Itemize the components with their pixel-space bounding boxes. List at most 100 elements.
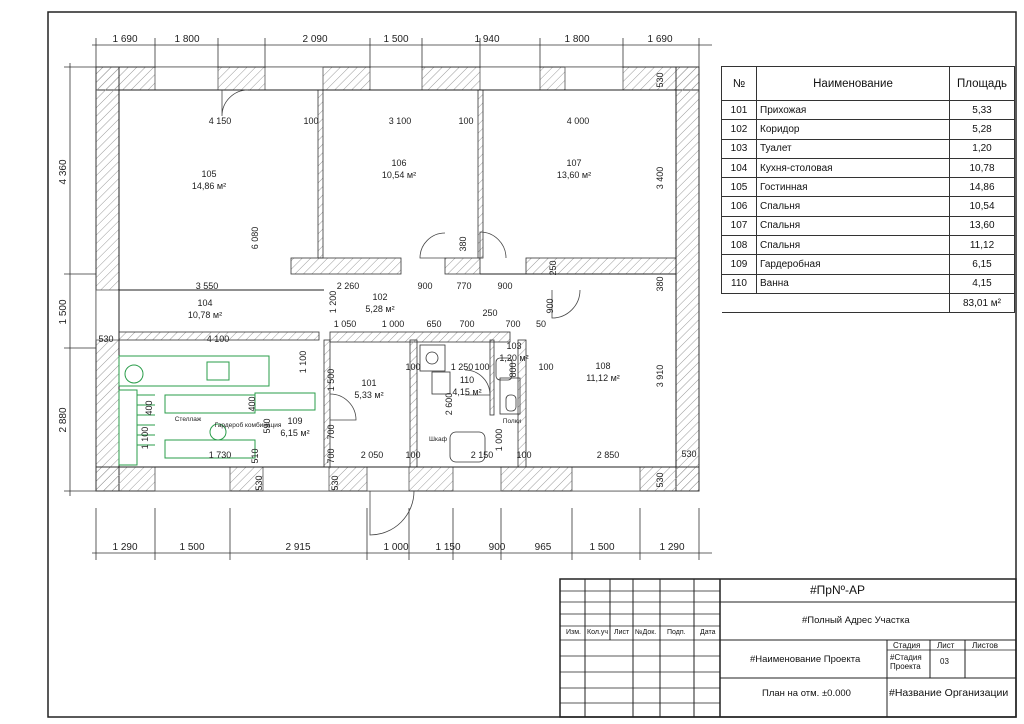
col-data: Дата [700, 629, 716, 636]
exterior-walls [95, 66, 700, 492]
dim-inner: 2 150 [471, 450, 494, 460]
dim-bottom-1: 1 290 [112, 542, 137, 553]
dim-bottom-7: 965 [535, 542, 552, 553]
row-num: 110 [721, 273, 757, 294]
room-number: 107 [566, 158, 581, 168]
col-ndok: №Док. [635, 629, 657, 636]
room-lines [118, 89, 677, 468]
dim-bottom-5: 1 150 [435, 542, 460, 553]
dim-inner: 3 550 [196, 281, 219, 291]
dim-inner: 900 [417, 281, 432, 291]
project-code: #ПрNº-АР [810, 583, 866, 597]
room-number: 103 [506, 341, 521, 351]
stage-header: Стадия [893, 641, 921, 650]
dim-top-4: 1 500 [383, 34, 408, 45]
dim-inner: 530 [330, 475, 340, 490]
row-num: 105 [721, 177, 757, 198]
shelf-label: Стеллаж [175, 416, 202, 423]
room-number: 101 [361, 378, 376, 388]
row-area: 11,12 [949, 235, 1015, 256]
dim-inner: 3 100 [389, 116, 412, 126]
dim-inner: 6 080 [250, 227, 260, 250]
room-area: 6,15 м² [280, 428, 309, 438]
room-area: 11,12 м² [586, 373, 620, 383]
dim-top-6: 1 800 [564, 34, 589, 45]
row-name: Прихожая [756, 99, 950, 121]
dim-inner: 1 050 [334, 319, 357, 329]
dim-inner: 100 [458, 116, 473, 126]
col-izm: Изм. [566, 629, 581, 636]
dim-inner: 1 100 [140, 427, 150, 450]
sheet-value: 03 [940, 657, 949, 666]
sheet-header: Лист [937, 641, 955, 650]
furniture-labels: Стеллаж Гардероб комбинация Шкаф Полки [175, 416, 522, 443]
address-text: #Полный Адрес Участка [802, 615, 910, 626]
row-name: Коридор [756, 119, 950, 140]
dim-inner: 1 000 [494, 429, 504, 452]
dim-inner: 700 [459, 319, 474, 329]
header-area: Площадь [949, 66, 1015, 101]
dim-inner: 1 500 [326, 369, 336, 392]
col-podp: Подп. [667, 629, 686, 636]
dim-bottom-6: 900 [489, 542, 506, 553]
dim-inner: 530 [98, 334, 113, 344]
room-number: 102 [372, 292, 387, 302]
row-name: Гостинная [756, 177, 950, 198]
row-name: Кухня-столовая [756, 157, 950, 179]
room-area: 13,60 м² [557, 170, 591, 180]
row-area: 5,33 [949, 99, 1015, 121]
dim-inner: 3 400 [655, 167, 665, 190]
row-area: 10,78 [949, 157, 1015, 179]
dim-inner: 100 [474, 362, 489, 372]
dim-bottom-9: 1 290 [659, 542, 684, 553]
dim-left-2: 1 500 [58, 299, 69, 324]
dim-top-1: 1 690 [112, 34, 137, 45]
top-dimensions: 1 690 1 800 2 090 1 500 1 940 1 800 1 69… [112, 34, 672, 45]
room-number: 110 [460, 375, 474, 385]
drawing-name: План на отм. ±0.000 [762, 688, 851, 699]
row-name: Спальня [756, 196, 950, 217]
row-num: 108 [721, 235, 757, 256]
room-tags: 105 14,86 м² 106 10,54 м² 107 13,60 м² 1… [188, 158, 620, 438]
dim-inner: 900 [545, 298, 555, 313]
row-area: 13,60 [949, 215, 1015, 237]
row-name: Туалет [756, 138, 950, 159]
row-num: 104 [721, 157, 757, 179]
dim-inner: 250 [482, 308, 497, 318]
row-num: 107 [721, 215, 757, 237]
room-area: 1,20 м² [499, 353, 528, 363]
title-block-frame [559, 578, 1017, 718]
inner-dimensions: 4 150 100 3 100 100 4 000 3 550 2 260 90… [98, 72, 696, 490]
sheets-header: Листов [972, 641, 998, 650]
room-number: 106 [391, 158, 406, 168]
dim-inner: 530 [655, 472, 665, 487]
doors [221, 89, 581, 536]
dim-bottom-4: 1 000 [383, 542, 408, 553]
dim-inner: 100 [405, 362, 420, 372]
dim-left-3: 2 880 [58, 407, 69, 432]
dim-inner: 530 [254, 475, 264, 490]
row-num: 101 [721, 99, 757, 121]
room-area: 5,33 м² [354, 390, 383, 400]
row-area: 10,54 [949, 196, 1015, 217]
dim-inner: 770 [456, 281, 471, 291]
room-area: 10,54 м² [382, 170, 416, 180]
dim-inner: 100 [516, 450, 531, 460]
dim-inner: 1 250 [451, 362, 474, 372]
dim-inner: 700 [326, 448, 336, 463]
dim-inner: 100 [303, 116, 318, 126]
col-list: Лист [614, 629, 630, 636]
bottom-dimensions: 1 290 1 500 2 915 1 000 1 150 900 965 1 … [112, 542, 684, 553]
total-area: 83,01 м² [949, 292, 1015, 314]
sheet-border [47, 11, 1017, 718]
